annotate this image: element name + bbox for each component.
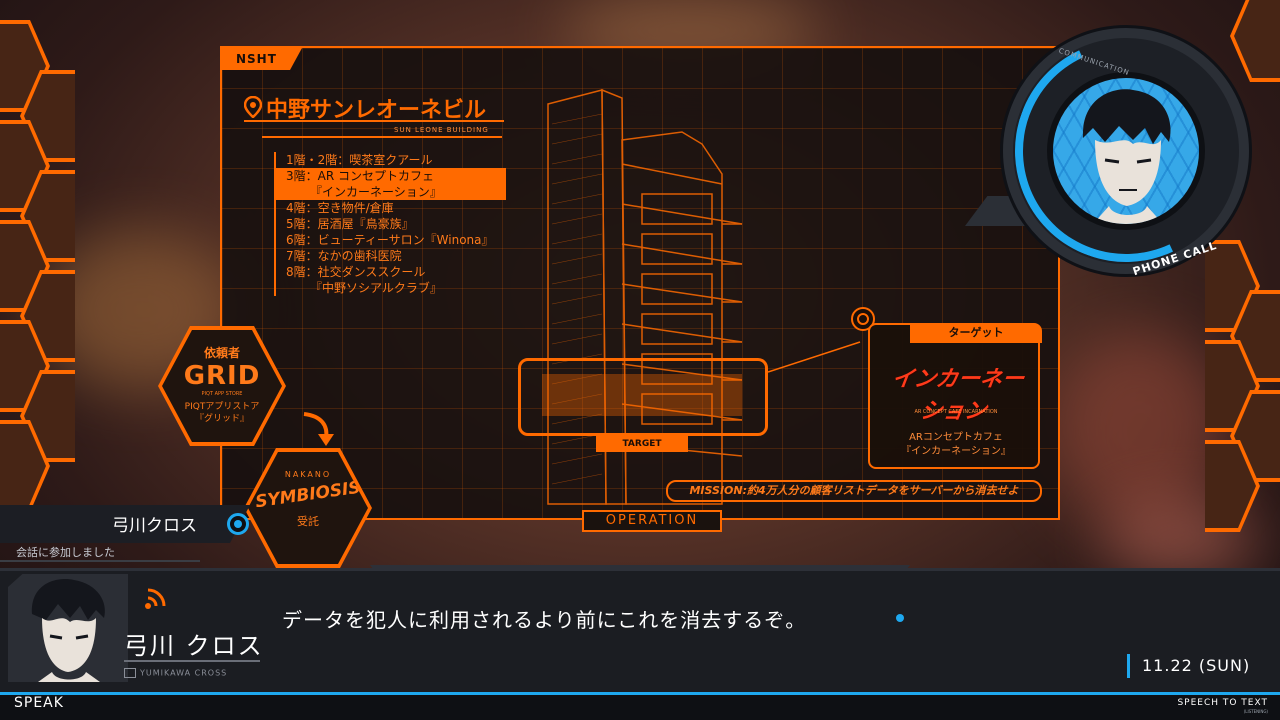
floor-list-item[interactable]: 5階：居酒屋『鳥豪族』 [276, 216, 506, 232]
nakano-label: NAKANO [284, 470, 332, 479]
floor-label: 4階：空き物件/倉庫 [286, 201, 394, 215]
speak-button[interactable]: SPEAK [14, 695, 64, 711]
curve-arrow-icon [303, 412, 334, 446]
floor-label: 6階：ビューティーサロン『Winona』 [286, 233, 494, 247]
target-box-header: ターゲット [910, 323, 1042, 343]
floor-label-cont: 『中野ソシアルクラブ』 [310, 281, 442, 295]
target-logo-subtitle: AR CONCEPT CAFE INCARNATION [914, 409, 998, 415]
floor-label: 3階：AR コンセプトカフェ [286, 169, 434, 183]
building-subtitle: SUN LEONE BUILDING [394, 126, 489, 134]
floor-label: 1階・2階：喫茶室クアール [286, 153, 433, 167]
pin-icon [244, 96, 262, 118]
grid-logo: GRID [183, 361, 261, 391]
client-desc: PIQTアプリストア 『グリッド』 [162, 401, 282, 425]
date-accent [1127, 654, 1130, 678]
caller-avatar [1047, 72, 1205, 230]
floor-list-item[interactable]: 8階：社交ダンススクール『中野ソシアルクラブ』 [276, 264, 506, 296]
speaker-name: 弓川 クロス [124, 632, 264, 660]
operation-tab[interactable]: OPERATION [582, 510, 722, 532]
left-hex-frame [0, 0, 75, 580]
floor-list-item[interactable]: 6階：ビューティーサロン『Winona』 [276, 232, 506, 248]
speech-to-text-status: (LISTENING) [1243, 709, 1268, 714]
building-title: 中野サンレオーネビル [266, 98, 487, 123]
join-text: 会話に参加しました [16, 546, 115, 559]
panel-tag: NSHT [222, 48, 302, 70]
speaker-wave-icon [145, 588, 166, 609]
speaker-avatar [8, 574, 128, 682]
client-title: 依頼者 [203, 346, 240, 360]
floor-label: 7階：なかの歯科医院 [286, 249, 402, 263]
right-hex-frame [1205, 0, 1280, 580]
phone-call-widget[interactable]: COMMUNICATION PHONE CALL [965, 8, 1269, 294]
speaker-face-icon [31, 579, 105, 682]
contract-label: 受託 [297, 515, 319, 528]
target-frame [518, 358, 768, 436]
target-name-line: ARコンセプトカフェ [909, 432, 1003, 443]
target-marker-icon [851, 307, 875, 331]
target-name: ARコンセプトカフェ 『インカーネーション』 [876, 431, 1036, 459]
building-wireframe [547, 88, 743, 505]
symbiosis-logo: SYMBIOSIS [254, 477, 362, 513]
dialog-text: データを犯人に利用されるより前にこれを消去するぞ。 [282, 608, 807, 632]
floor-label-cont: 『インカーネーション』 [310, 185, 442, 199]
floor-label: 8階：社交ダンススクール [286, 265, 426, 279]
contractor-hex: NAKANO SYMBIOSIS 受託 [244, 448, 372, 568]
target-label: TARGET [596, 436, 688, 452]
floor-list-item[interactable]: 4階：空き物件/倉庫 [276, 200, 506, 216]
speaker-tag: YUMIKAWA CROSS [124, 668, 227, 678]
client-desc-line: 『グリッド』 [194, 414, 249, 424]
floor-label: 5階：居酒屋『鳥豪族』 [286, 217, 414, 231]
target-logo: インカーネーション [890, 367, 1026, 424]
divider [262, 136, 502, 138]
join-status-icon [227, 513, 249, 535]
mission-banner: MISSION:約4万人分の顧客リストデータをサーバーから消去せよ [666, 480, 1042, 502]
floor-list-item[interactable]: 3階：AR コンセプトカフェ『インカーネーション』 [276, 168, 506, 200]
divider [0, 560, 200, 562]
background-blur [1050, 330, 1230, 530]
target-connector [768, 341, 861, 373]
operation-panel: NSHT 中野サンレオーネビル SUN LEONE BUILDING 1階・2階… [220, 46, 1060, 532]
client-desc-line: PIQTアプリストア [184, 402, 260, 412]
date-display: 11.22 (SUN) [1142, 656, 1251, 675]
target-info-box: ターゲット インカーネーション AR CONCEPT CAFE INCARNAT… [868, 323, 1042, 469]
dialog-continue-indicator[interactable] [896, 614, 904, 622]
join-name: 弓川クロス [112, 516, 197, 536]
grid-logo-subtitle: PIQT APP STORE [201, 391, 243, 397]
divider [124, 660, 260, 662]
join-notice [0, 505, 250, 543]
target-name-line: 『インカーネーション』 [901, 446, 1011, 457]
caller-face-icon [1082, 89, 1171, 224]
divider [244, 120, 504, 122]
speech-to-text-button[interactable]: SPEECH TO TEXT [1177, 698, 1268, 708]
target-floor-highlight [542, 374, 742, 416]
speak-bar [0, 692, 1280, 720]
floor-list-item[interactable]: 7階：なかの歯科医院 [276, 248, 506, 264]
floor-list-item[interactable]: 1階・2階：喫茶室クアール [276, 152, 506, 168]
